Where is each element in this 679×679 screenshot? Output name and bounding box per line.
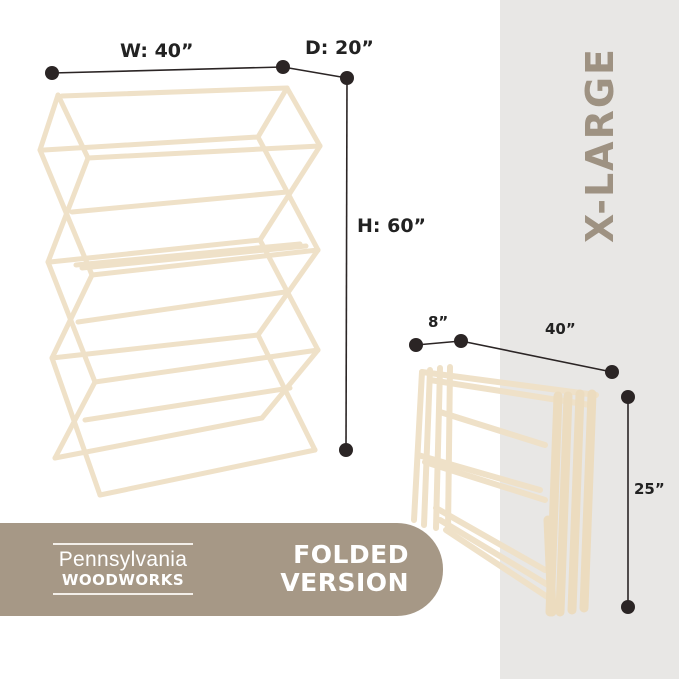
logo-rule-top (53, 543, 193, 545)
width-start-dot (45, 66, 59, 80)
folded-version-line1: FOLDED (293, 540, 409, 569)
folded-drying-rack (411, 364, 599, 617)
height-end-dot (339, 443, 353, 457)
brand-name-line2: WOODWORKS (61, 571, 185, 589)
folded-dimension-lines (415, 340, 629, 607)
folded-version-title: FOLDED VERSION (280, 541, 409, 597)
folded-height-end-dot (621, 600, 635, 614)
folded-depth-start-dot (409, 338, 423, 352)
folded-depth-end-dot (454, 334, 468, 348)
unfolded-depth-label: D: 20” (305, 37, 374, 59)
folded-width-end-dot (605, 365, 619, 379)
unfolded-drying-rack (37, 85, 323, 498)
brand-name-line1: Pennsylvania (58, 548, 188, 571)
depth-end-dot (340, 71, 354, 85)
unfolded-height-label: H: 60” (357, 215, 427, 237)
brand-banner: Pennsylvania WOODWORKS FOLDED VERSION (0, 523, 443, 616)
folded-height-label: 25” (634, 480, 665, 498)
folded-dimension-dots (409, 334, 635, 614)
unfolded-width-label: W: 40” (120, 40, 194, 62)
folded-width-label: 40” (545, 320, 576, 338)
unfolded-dimension-lines (51, 66, 348, 451)
width-end-dot (276, 60, 290, 74)
folded-depth-label: 8” (428, 313, 449, 331)
unfolded-dimension-dots (45, 60, 354, 457)
folded-height-start-dot (621, 390, 635, 404)
folded-version-line2: VERSION (280, 568, 409, 597)
brand-logo: Pennsylvania WOODWORKS (52, 543, 194, 595)
logo-rule-bottom (53, 593, 193, 595)
